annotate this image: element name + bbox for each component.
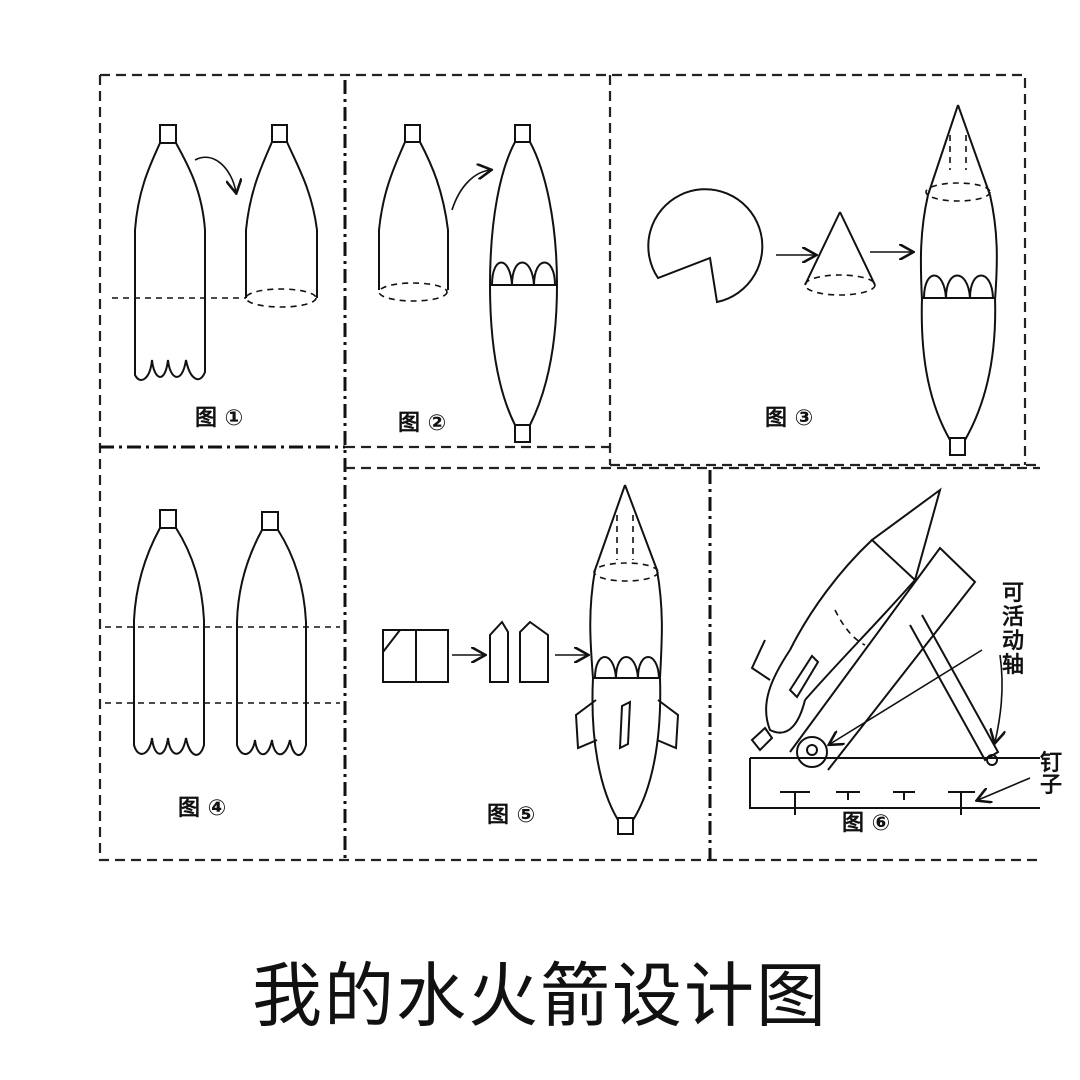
nail-char: 子 (1040, 773, 1062, 798)
panel-5: 图 ⑤ (382, 484, 680, 835)
arrow-icon (995, 654, 1002, 742)
rocket-design-diagram: 图 ① 图 ② (98, 73, 1062, 862)
cone (804, 211, 876, 296)
rocket-on-ramp (750, 487, 942, 752)
arrow-icon (194, 156, 236, 192)
figure-label-6: 图 ⑥ (842, 811, 890, 836)
panel-frames (98, 73, 1040, 862)
bottle-top-cut (245, 124, 318, 308)
pivot-axis-char: 可 (1002, 581, 1024, 606)
paper-circle-cut (647, 188, 764, 304)
figure-label-2: 图 ② (398, 411, 446, 436)
panel-6: 可 活 动 轴 钉 子 图 ⑥ (749, 487, 1062, 836)
bottle-top-cut (378, 124, 449, 302)
pivot-axis-char: 活 (1002, 605, 1024, 630)
page-title: 我的水火箭设计图 (252, 955, 828, 1037)
bottle-full (112, 124, 246, 381)
figure-label-3: 图 ③ (765, 406, 813, 431)
rocket-body (488, 124, 559, 443)
pivot-axis-char: 轴 (1002, 652, 1024, 678)
pivot-axis-char: 动 (1002, 629, 1024, 654)
panel-2: 图 ② (378, 124, 559, 443)
bottle-full (236, 511, 307, 756)
arrow-icon (978, 777, 1031, 800)
figure-label-5: 图 ⑤ (487, 803, 535, 828)
panel-4: 图 ④ (105, 509, 340, 821)
launch-ramp (789, 546, 1000, 771)
arrow-icon (451, 170, 490, 211)
finished-rocket (574, 484, 680, 835)
figure-label-4: 图 ④ (178, 796, 226, 821)
panel-1: 图 ① (112, 124, 318, 431)
bottle-full (133, 509, 205, 756)
arrow-icon (830, 649, 983, 744)
fin-pieces (489, 620, 549, 683)
launcher-base (749, 757, 1040, 815)
nail-char: 钉 (1040, 750, 1062, 776)
fin-paper (382, 629, 449, 683)
panel-3: 图 ③ (647, 104, 998, 456)
figure-label-1: 图 ① (195, 406, 243, 431)
rocket-with-cone (919, 104, 998, 456)
